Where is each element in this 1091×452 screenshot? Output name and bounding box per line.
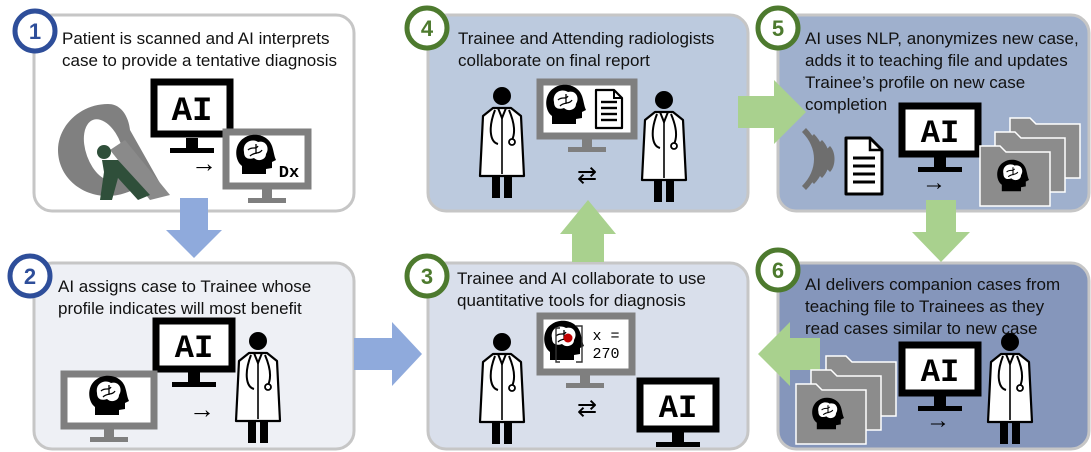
- arrow-1-to-2: [166, 198, 222, 258]
- svg-text:4: 4: [421, 16, 434, 41]
- step-3-line-2: quantitative tools for diagnosis: [457, 291, 686, 310]
- document-icon: [594, 88, 624, 130]
- swap-arrows-glyph: ⇄: [577, 162, 597, 189]
- monitor-icon: AI: [898, 341, 982, 411]
- brain-head-icon: [543, 320, 585, 361]
- monitor-icon: Dx: [222, 128, 312, 203]
- step-2-line-2: profile indicates will most benefit: [58, 299, 302, 318]
- monitor-icon: [60, 370, 158, 442]
- monitor-icon: AI: [152, 317, 236, 387]
- arrow-right-glyph: →: [926, 407, 950, 434]
- step-5-line-1: AI uses NLP, anonymizes new case,: [805, 29, 1079, 48]
- arrow-right-glyph: →: [191, 148, 217, 178]
- measurement-label: x =: [592, 328, 619, 345]
- step-6-line-1: AI delivers companion cases from: [805, 275, 1060, 294]
- svg-text:AI: AI: [175, 330, 213, 367]
- measurement-value: 270: [592, 346, 619, 363]
- svg-text:6: 6: [772, 258, 784, 283]
- step-4-line-2: collaborate on final report: [458, 51, 650, 70]
- step-2-badge: 2: [7, 253, 53, 299]
- swap-arrows-glyph: ⇄: [577, 395, 597, 422]
- step-1-line-2: case to provide a tentative diagnosis: [62, 51, 337, 70]
- svg-text:3: 3: [421, 264, 433, 289]
- svg-text:AI: AI: [659, 390, 697, 427]
- sound-wave-icon: [802, 128, 835, 190]
- step-1-badge: 1: [12, 8, 58, 54]
- monitor-icon: AI: [898, 102, 982, 172]
- step-5-badge: 5: [755, 5, 801, 51]
- arrow-right-glyph: →: [922, 169, 946, 196]
- step-3-line-1: Trainee and AI collaborate to use: [457, 269, 706, 288]
- monitor-icon: [536, 78, 638, 152]
- arrow-5-to-6: [912, 200, 970, 262]
- monitor-icon: x = 270: [536, 312, 636, 388]
- step-5-line-4: completion: [805, 95, 887, 114]
- step-1-line-1: Patient is scanned and AI interprets: [62, 29, 329, 48]
- arrow-3-to-4: [560, 200, 616, 262]
- svg-text:1: 1: [29, 19, 41, 44]
- svg-text:AI: AI: [921, 354, 959, 391]
- arrow-6-to-3: [758, 322, 820, 386]
- arrow-right-glyph: →: [189, 394, 215, 424]
- document-icon: [844, 136, 884, 196]
- svg-text:AI: AI: [921, 115, 959, 152]
- patient-icon: [97, 145, 150, 200]
- monitor-icon: AI: [150, 78, 234, 153]
- svg-text:AI: AI: [172, 93, 213, 131]
- step-3-badge: 3: [404, 253, 450, 299]
- svg-text:Dx: Dx: [279, 164, 299, 183]
- step-5-line-3: Trainee’s profile on new case: [805, 73, 1025, 92]
- step-6-badge: 6: [755, 247, 801, 293]
- svg-text:5: 5: [772, 16, 784, 41]
- monitor-icon: AI: [636, 377, 720, 447]
- step-5-line-2: adds it to teaching file and updates: [805, 51, 1068, 70]
- step-6-line-2: teaching file to Trainees as they: [805, 297, 1045, 316]
- step-6-line-3: read cases similar to new case: [805, 319, 1037, 338]
- arrow-4-to-5: [738, 80, 806, 144]
- arrow-2-to-3: [354, 322, 422, 386]
- svg-text:2: 2: [24, 264, 36, 289]
- step-2-line-1: AI assigns case to Trainee whose: [58, 277, 311, 296]
- step-4-line-1: Trainee and Attending radiologists: [458, 29, 714, 48]
- step-4-badge: 4: [404, 5, 450, 51]
